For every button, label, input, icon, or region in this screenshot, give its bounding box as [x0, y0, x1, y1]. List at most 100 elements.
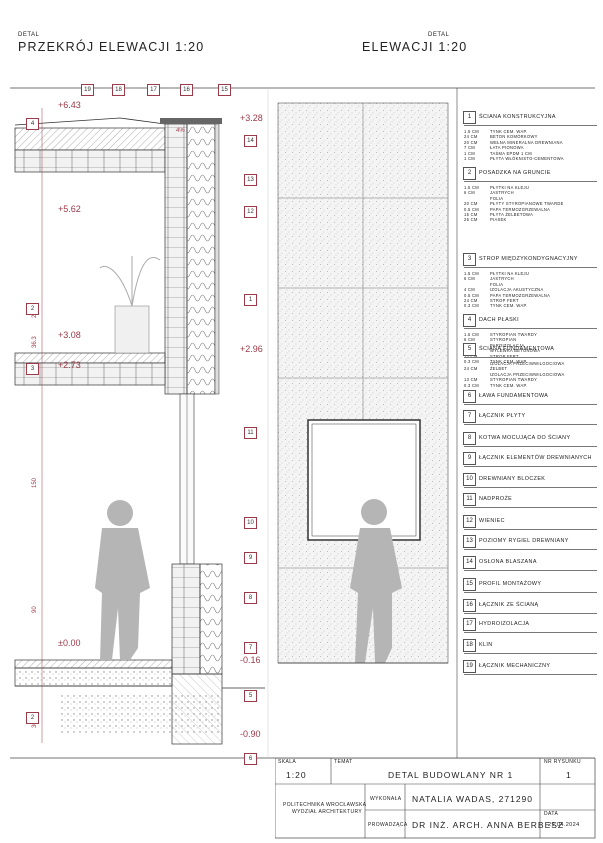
- layer-material: PAPA TERMOZGRZEWALNA: [490, 292, 551, 298]
- level-foundation: -0.90: [240, 729, 261, 739]
- layer-material: PŁYTA ŻELBETOWA: [490, 212, 534, 217]
- legend-layer-row: 6 CM JASTRYCH: [464, 276, 514, 281]
- level-window-head: +2.96: [240, 344, 263, 354]
- layer-thickness: 6 CM: [464, 276, 475, 282]
- legend-layer-row: 1.5 CM TYNK CEM. WAP.: [464, 129, 527, 134]
- layer-thickness: 24 CM: [464, 134, 478, 140]
- legend-rule: [464, 592, 597, 593]
- legend-title: OSŁONA BLASZANA: [479, 559, 537, 565]
- layer-thickness: 25 CM: [464, 217, 478, 223]
- legend-rule: [464, 424, 597, 425]
- layer-material: BETON KOMÓRKOWY: [490, 134, 538, 140]
- legend-rule: [464, 529, 597, 530]
- university-line-1: POLITECHNIKA WROCŁAWSKA: [283, 802, 367, 808]
- legend-title: KLIN: [479, 642, 493, 648]
- svg-text:36.3: 36.3: [32, 336, 38, 348]
- legend-layer-row: FOLIA: [464, 196, 503, 201]
- layer-thickness: 13 CM: [464, 377, 478, 383]
- ref-tag: 2: [26, 712, 39, 724]
- layer-material: JASTRYCH: [490, 276, 514, 282]
- layer-material: FOLIA: [490, 281, 504, 287]
- layer-thickness: 0.3 CM: [464, 303, 479, 309]
- ref-tag: 19: [81, 84, 94, 96]
- layer-thickness: 1.5 CM: [464, 332, 479, 337]
- svg-text:150: 150: [32, 477, 38, 488]
- layer-material: FOLIA: [490, 195, 504, 201]
- layer-material: JASTRYCH: [490, 190, 514, 196]
- layer-thickness: 0.5 CM: [464, 292, 479, 298]
- layer-material: STYROPIAN TWARDY: [490, 332, 538, 337]
- legend-title: WIENIEC: [479, 518, 505, 524]
- ref-tag: 2: [26, 303, 39, 315]
- legend-number: 9: [463, 452, 476, 465]
- legend-number: 17: [463, 618, 476, 631]
- layer-thickness: 20 CM: [464, 201, 478, 207]
- layer-thickness: 1 CM: [464, 156, 475, 161]
- legend-number: 12: [463, 515, 476, 528]
- legend-title: ŁĄCZNIK ZE ŚCIANĄ: [479, 602, 539, 608]
- level-ground: ±0.00: [58, 638, 81, 648]
- legend-rule: [464, 446, 597, 447]
- svg-text:30: 30: [32, 721, 38, 728]
- legend-title: POSADZKA NA GRUNCIE: [479, 170, 551, 176]
- layer-thickness: 1.5 CM: [464, 129, 479, 134]
- legend-title: ŚCIANA KONSTRUKCYJNA: [479, 114, 556, 120]
- layer-thickness: 1.5 CM: [464, 185, 479, 190]
- legend-number: 11: [463, 493, 476, 506]
- legend-number: 18: [463, 639, 476, 652]
- ref-tag: 3: [26, 363, 39, 375]
- legend-title: ŁAWA FUNDAMENTOWA: [479, 393, 549, 399]
- ref-tag: 5: [244, 690, 257, 702]
- legend-rule: [464, 466, 597, 467]
- date-label: DATA: [544, 811, 559, 817]
- ref-tag: 4: [26, 118, 39, 130]
- layer-material: PŁYTY STYROPIANOWE TWARDE: [490, 201, 564, 207]
- layer-thickness: 4 CM: [464, 287, 475, 293]
- layer-material: IZOLACJA PRZECIWWILGOCIOWA: [490, 361, 565, 366]
- legend-number: 5: [463, 343, 476, 356]
- layer-thickness: 6 CM: [464, 337, 475, 343]
- elevation-drawing: [277, 102, 449, 664]
- supervisor-value: DR INŻ. ARCH. ANNA BERBESZ: [412, 820, 565, 830]
- layer-material: ŻELBET: [490, 366, 508, 372]
- svg-text:90: 90: [32, 606, 38, 613]
- header-right-title: ELEWACJI 1:20: [362, 40, 468, 54]
- layer-material: TAŚMA EPDM 1 CM: [490, 150, 532, 156]
- legend-number: 16: [463, 599, 476, 612]
- legend-title: ŁĄCZNIK MECHANICZNY: [479, 663, 551, 669]
- layer-material: WEŁNA MINERALNA DREWNIANA: [490, 139, 563, 145]
- level-roof-top: +6.43: [58, 100, 81, 110]
- layer-thickness: 7 CM: [464, 145, 475, 151]
- layer-material: PŁYTA WŁÓKNISTO-CEMENTOWA: [490, 156, 564, 161]
- level-ceiling: +5.62: [58, 204, 81, 214]
- header-right-small: DETAL: [428, 32, 450, 38]
- legend-layer-row: 1 CM PŁYTA WŁÓKNISTO-CEMENTOWA: [464, 156, 564, 161]
- made-by-label: WYKONAŁA: [370, 796, 402, 802]
- legend-layer-row: IZOLACJA PRZECIWWILGOCIOWA: [464, 361, 565, 366]
- layer-material: STROP FERT: [490, 298, 519, 303]
- layer-material: TYNK CEM. WAP.: [490, 129, 528, 134]
- layer-material: PAPA TERMOZGRZEWALNA: [490, 206, 551, 212]
- legend-rule: [464, 404, 597, 405]
- legend-rule: [464, 632, 597, 633]
- level-parapet: +3.28: [240, 113, 263, 123]
- legend-rule: [464, 549, 597, 550]
- legend-rule: [464, 613, 597, 614]
- legend-title: POZIOMY RYGIEL DREWNIANY: [479, 538, 569, 544]
- legend-number: 15: [463, 578, 476, 591]
- scale-label: SKALA: [278, 759, 297, 765]
- topic-value: DETAL BUDOWLANY NR 1: [388, 770, 514, 780]
- scale-value: 1:20: [286, 770, 307, 780]
- layer-material: PŁYTKI NA KLEJU: [490, 185, 530, 190]
- legend-title: ŁĄCZNIK ELEMENTÓW DREWNIANYCH: [479, 455, 592, 461]
